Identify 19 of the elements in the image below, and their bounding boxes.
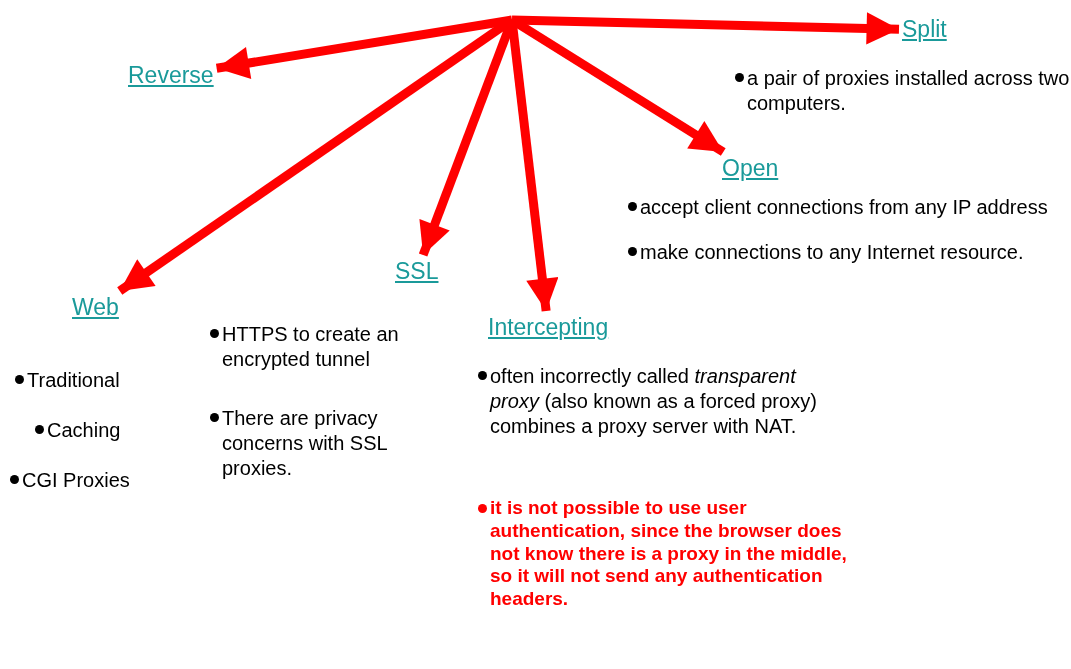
- warning-bullet-text: it is not possible to use user authentication, since the browser does not know there is a proxy in the middle, so it will not send any authentication headers.: [490, 497, 848, 611]
- link-text: Reverse: [128, 62, 214, 90]
- arrow: [215, 15, 513, 80]
- link-text: Split: [902, 16, 947, 44]
- bullet-text: HTTPS to create an encrypted tunnel: [222, 322, 400, 372]
- link-text: Intercepting: [488, 314, 609, 342]
- bullet-text: a pair of proxies installed across two computers.: [747, 66, 1070, 116]
- bullet-text: often incorrectly called transparent proxy (also known as a forced proxy) combines a proxy server with NAT.: [490, 364, 818, 439]
- bullet-text: There are privacy concerns with SSL proxies.: [222, 406, 388, 481]
- arrow: [511, 12, 900, 45]
- bullet-text: CGI Proxies: [22, 468, 130, 493]
- bullet-text: make connections to any Internet resource.: [640, 240, 1024, 265]
- arrow: [117, 16, 515, 295]
- link-text: SSL: [395, 258, 439, 286]
- bullet-text: Caching: [47, 418, 121, 443]
- bullet-text: Traditional: [27, 368, 120, 393]
- link-text: Web: [72, 294, 119, 322]
- bullet-text: accept client connections from any IP address: [640, 195, 1048, 220]
- link-text: Open: [722, 155, 779, 183]
